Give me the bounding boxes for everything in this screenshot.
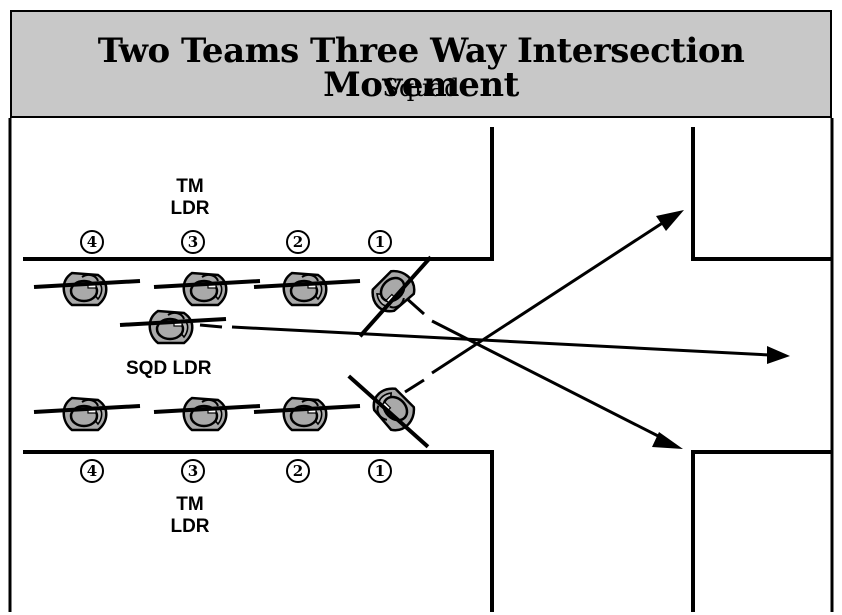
top-team-leader-label: TM LDR <box>160 176 220 220</box>
bottom-left-building-edge <box>23 450 494 612</box>
bottom-team-soldier-2-icon <box>252 396 362 432</box>
diagram-title: Two Teams Three Way Intersection Movemen… <box>97 31 745 105</box>
squad-leader-label: SQD LDR <box>126 358 212 379</box>
bottom-team-leader-label-line1: TM <box>176 494 204 515</box>
squad-leader-arrow <box>199 323 790 364</box>
movement-arrows <box>199 210 790 449</box>
top-team-position-4: 4 <box>80 230 104 254</box>
bottom-team-leader-soldier-icon <box>152 396 262 432</box>
top-team-position-1: 1 <box>368 230 392 254</box>
top-team-leader-label-line2: LDR <box>170 198 210 219</box>
top-right-building-edge <box>691 127 832 261</box>
top-team-soldier-4-icon <box>32 271 142 307</box>
top-team-arrow <box>403 295 683 449</box>
bottom-team-position-2: 2 <box>286 459 310 483</box>
bottom-team-leader-label-line2: LDR <box>170 516 210 537</box>
bottom-team-soldier-4-icon <box>32 396 142 432</box>
bottom-team-arrow <box>404 210 684 394</box>
bottom-right-building-edge <box>691 450 832 612</box>
bottom-team-position-4: 4 <box>80 459 104 483</box>
bottom-team-leader-label: TM LDR <box>160 494 220 538</box>
diagram-subtitle: Squad <box>382 74 460 102</box>
title-banner: Two Teams Three Way Intersection Movemen… <box>10 10 832 118</box>
top-team-leader-label-line1: TM <box>176 176 204 197</box>
bottom-team-position-3: 3 <box>181 459 205 483</box>
bottom-team-position-1: 1 <box>368 459 392 483</box>
top-left-building-edge <box>23 127 494 261</box>
top-team-position-3: 3 <box>181 230 205 254</box>
top-team-leader-soldier-icon <box>152 271 262 307</box>
top-team-soldier-2-icon <box>252 271 362 307</box>
top-team-position-2: 2 <box>286 230 310 254</box>
